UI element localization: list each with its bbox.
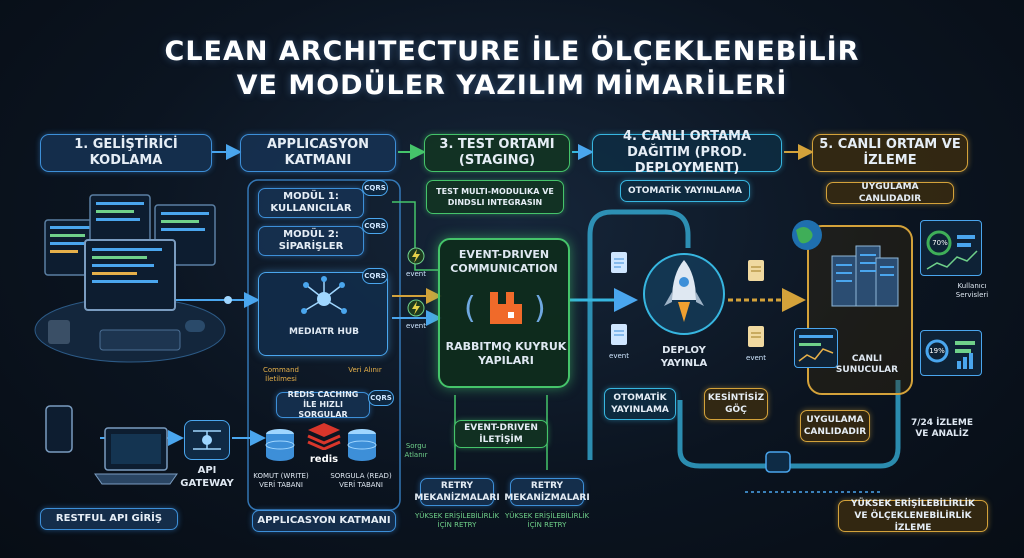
mediatr-label: MEDIATR HUB	[259, 327, 389, 338]
retry-note-2: YÜKSEK ERİŞİLEBİLİRLİK İÇİN RETRY	[504, 512, 590, 530]
user-services-label: Kullanıcı Servisleri	[944, 282, 1000, 300]
event-doc-4: event	[742, 324, 770, 364]
title-line-2: VE MODÜLER YAZILIM MİMARİLERİ	[0, 70, 1024, 101]
application-layer-footer: APPLICASYON KATMANI	[252, 510, 396, 532]
devices-illustration	[40, 400, 180, 500]
write-database-icon	[264, 428, 296, 462]
module-1-users: MODÜL 1: KULLANICILAR	[258, 188, 364, 218]
cqrs-badge-3: CQRS	[362, 268, 388, 284]
redis-label: redis	[306, 454, 342, 465]
api-gateway-label: API GATEWAY	[170, 464, 244, 490]
retry-mechanism-2: RETRY MEKANİZMALARI	[510, 478, 584, 506]
dashboard-screen-1: 70%	[920, 220, 982, 276]
event-label-2: event	[404, 322, 428, 331]
read-database-icon	[346, 428, 378, 462]
read-db-label: SORGULA (READ) VERİ TABANI	[326, 472, 396, 490]
redis-logo: redis	[306, 420, 342, 470]
chart-dashboard-icon	[921, 221, 981, 275]
cqrs-badge-2: CQRS	[362, 218, 388, 234]
auto-publish-bottom: OTOMATİK YAYINLAMA	[604, 388, 676, 420]
auto-publish-top: OTOMATİK YAYINLAMA	[620, 180, 750, 202]
rabbitmq-panel: EVENT-DRIVEN COMMUNICATION ( ) RABBITMQ …	[438, 238, 570, 388]
monitoring-analysis-label: 7/24 İZLEME VE ANALİZ	[904, 418, 980, 440]
app-live-bottom: UYGULAMA CANLIDADIR	[800, 410, 870, 442]
command-label: Command İletilmesi	[254, 366, 308, 384]
lightning-icon	[404, 298, 428, 318]
network-icon	[185, 421, 229, 459]
event-label-1: event	[404, 270, 428, 279]
deploy-node: DEPLOY YAYINLA	[640, 248, 728, 398]
stage-5-header: 5. CANLI ORTAM VE İZLEME	[812, 134, 968, 172]
write-db-label: KOMUT (WRITE) VERİ TABANI	[250, 472, 312, 490]
event-marker-1: event	[404, 246, 428, 280]
deploy-event-label-2: event	[742, 354, 770, 363]
server-icon	[826, 236, 902, 316]
retry-note-1: YÜKSEK ERİŞİLEBİLİRLİK İÇİN RETRY	[414, 512, 500, 530]
redis-icon	[306, 420, 342, 450]
high-availability-footer: YÜKSEK ERİŞİLEBİLİRLİK VE ÖLÇEKLENEBİLİR…	[838, 500, 988, 532]
globe-icon	[790, 218, 824, 252]
document-icon	[605, 322, 633, 348]
stage-4-header: 4. CANLI ORTAMA DAĞITIM (PROD. DEPLOYMEN…	[592, 134, 782, 172]
stage-1-header: 1. GELİŞTİRİCİ KODLAMA	[40, 134, 212, 172]
event-driven-communication-box: EVENT-DRIVEN İLETİŞİM	[454, 420, 548, 448]
rabbitmq-logo: ( )	[460, 286, 552, 330]
integration-test-box: TEST MULTI-MODULIKA VE DINDSLI INTEGRASI…	[426, 180, 564, 214]
laptop-phone-icon	[40, 400, 180, 500]
document-icon	[742, 324, 770, 350]
rocket-icon	[640, 248, 728, 338]
cqrs-badge-4: CQRS	[368, 390, 394, 406]
api-gateway-node	[184, 420, 230, 460]
title-line-1: CLEAN ARCHITECTURE İLE ÖLÇEKLENEBİLİR	[0, 36, 1024, 67]
deploy-event-label: event	[605, 352, 633, 361]
mediatr-hub: MEDIATR HUB	[258, 272, 388, 356]
live-servers-label: CANLI SUNUCULAR	[834, 354, 900, 376]
rabbitmq-title: RABBITMQ KUYRUK YAPILARI	[442, 340, 570, 368]
app-live-top: UYGULAMA CANLIDADIR	[826, 182, 954, 204]
developer-workstation-illustration	[30, 190, 230, 365]
deploy-label: DEPLOY YAYINLA	[640, 344, 728, 370]
event-doc-3	[742, 258, 770, 284]
dashboard-screen-2	[794, 328, 838, 368]
rabbit-icon: ( )	[460, 286, 552, 330]
event-driven-title: EVENT-DRIVEN COMMUNICATION	[440, 248, 568, 276]
restful-api-entry: RESTFUL API GİRİŞ	[40, 508, 178, 530]
svg-text:(: (	[464, 291, 476, 326]
sorgu-atlanir-label: Sorgu Atlanır	[396, 442, 436, 460]
cqrs-badge-1: CQRS	[362, 180, 388, 196]
stage-2-header: APPLICASYON KATMANI	[240, 134, 396, 172]
stage-3-header: 3. TEST ORTAMI (STAGING)	[424, 134, 570, 172]
gauge-1-value: 70%	[929, 239, 951, 248]
lightning-icon	[404, 246, 428, 266]
redis-caching-box: REDIS CACHING İLE HIZLI SORGULAR	[276, 392, 370, 418]
event-marker-2: event	[404, 298, 428, 332]
event-doc-2: event	[605, 322, 633, 362]
module-2-orders: MODÜL 2: SİPARİŞLER	[258, 226, 364, 256]
veri-alinir-label: Veri Alınır	[340, 366, 390, 375]
retry-mechanism-1: RETRY MEKANİZMALARI	[420, 478, 494, 506]
dashboard-screen-3: 19%	[920, 330, 982, 376]
monitors-icon	[30, 190, 230, 365]
event-doc-1	[605, 250, 633, 288]
document-icon	[605, 250, 633, 276]
seamless-migration: KESİNTİSİZ GÖÇ	[704, 388, 768, 420]
document-icon	[742, 258, 770, 284]
svg-text:): )	[534, 291, 546, 326]
server-rack-illustration	[826, 236, 902, 316]
gauge-2-value: 19%	[927, 347, 947, 356]
